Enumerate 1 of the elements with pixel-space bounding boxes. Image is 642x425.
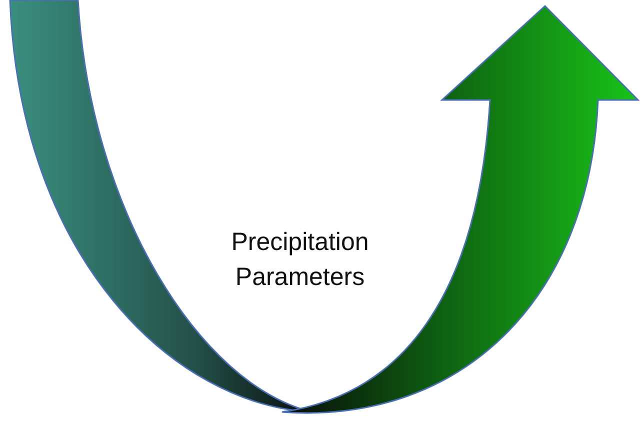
- label-text: Precipitation Parameters: [230, 227, 370, 293]
